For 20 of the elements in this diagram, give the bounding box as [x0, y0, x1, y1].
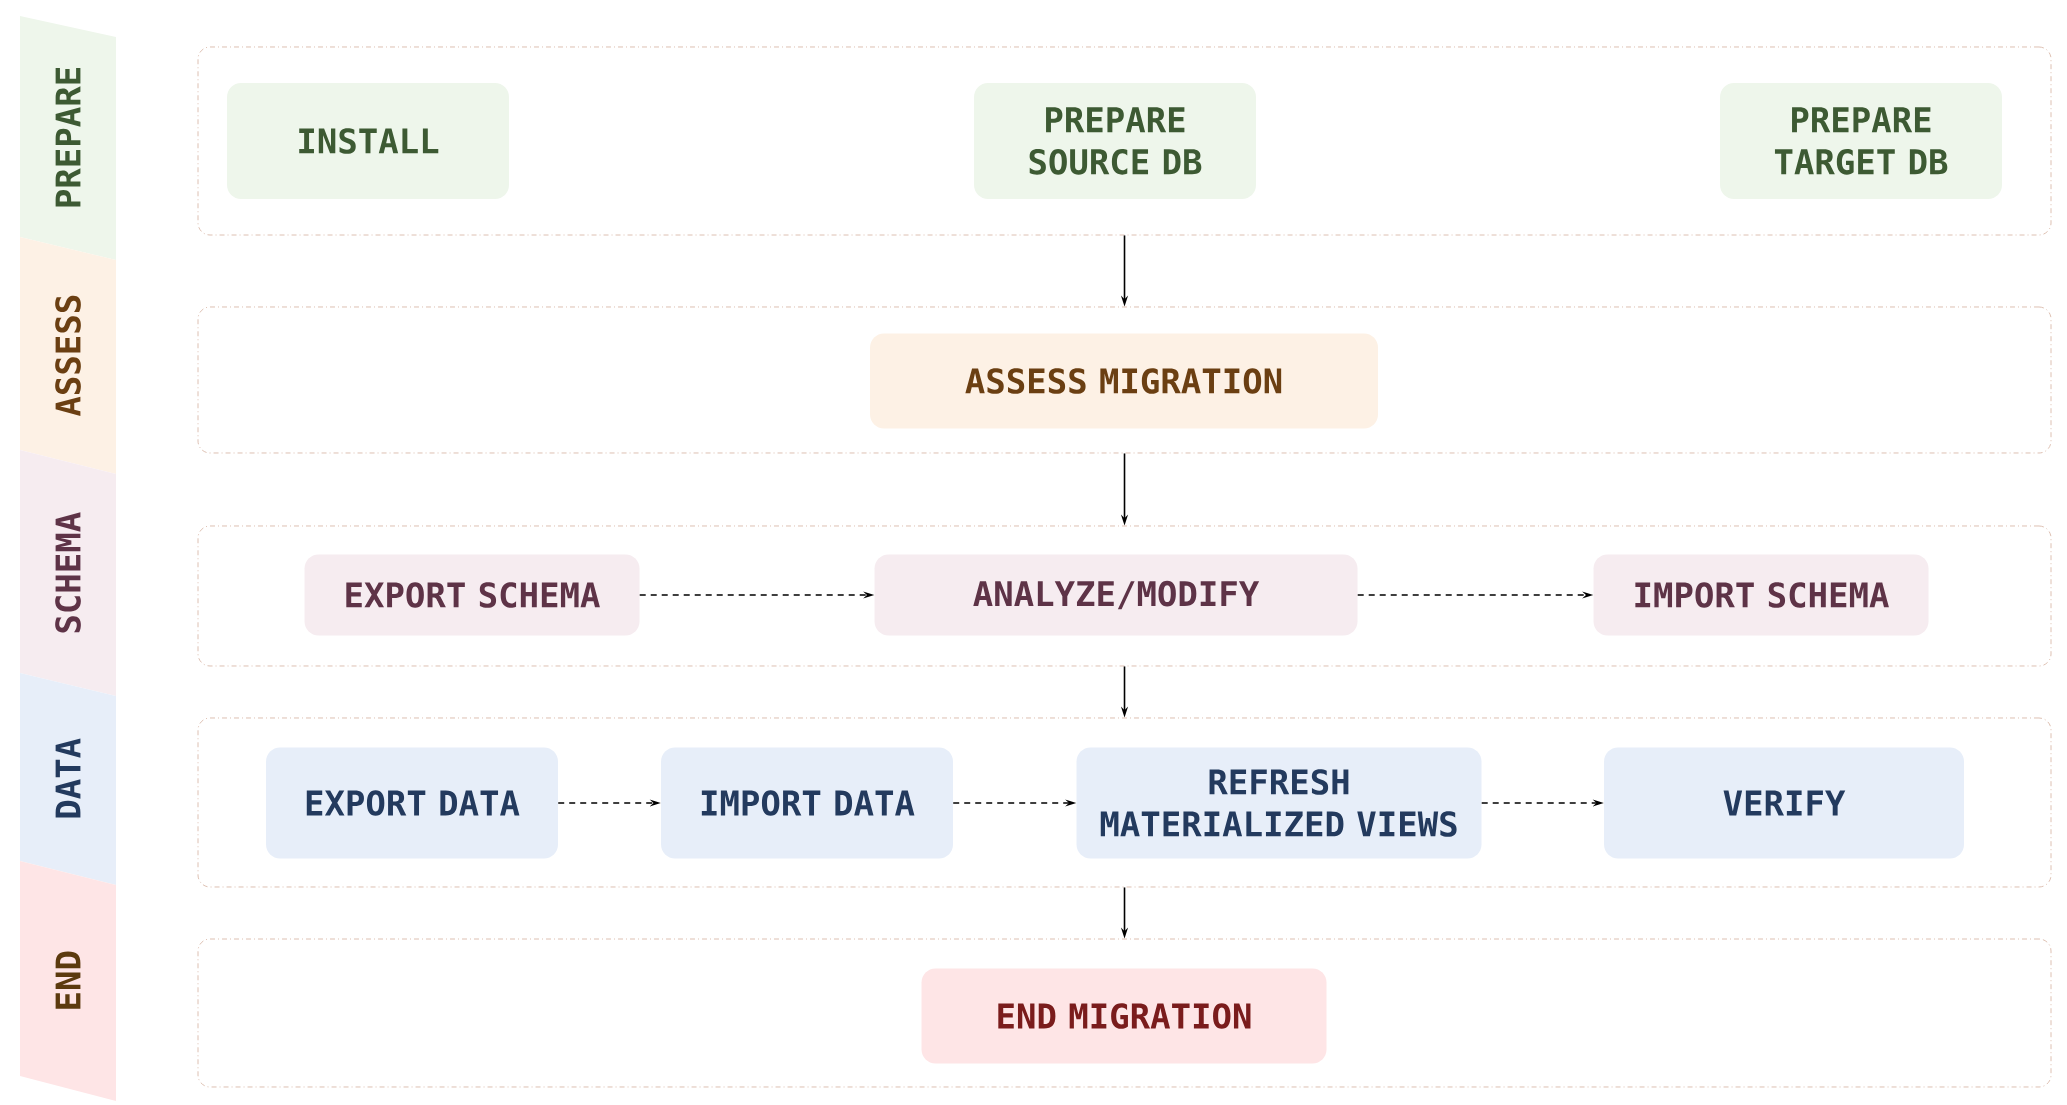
stage-band: DATA: [20, 673, 116, 885]
stage-band: PREPARE: [20, 16, 116, 260]
stage-lane: [197, 525, 2052, 667]
step-box: PREPARE SOURCE DB: [974, 83, 1256, 199]
step-box: END MIGRATION: [921, 968, 1327, 1064]
step-box: EXPORT DATA: [266, 747, 558, 859]
stage-lane: [197, 46, 2052, 236]
step-box: PREPARE TARGET DB: [1720, 83, 2002, 199]
step-box: ANALYZE/MODIFY: [874, 554, 1358, 636]
stage-lane: [197, 306, 2052, 454]
stage-lane: [197, 938, 2052, 1088]
stage-lane: [197, 717, 2052, 888]
step-box: IMPORT DATA: [661, 747, 953, 859]
step-box: VERIFY: [1604, 747, 1964, 859]
stage-band: END: [20, 861, 116, 1101]
step-box: EXPORT SCHEMA: [304, 554, 640, 636]
step-box: ASSESS MIGRATION: [870, 333, 1378, 429]
step-box: REFRESH MATERIALIZED VIEWS: [1076, 747, 1482, 859]
step-box: IMPORT SCHEMA: [1593, 554, 1929, 636]
step-box: INSTALL: [227, 83, 509, 199]
